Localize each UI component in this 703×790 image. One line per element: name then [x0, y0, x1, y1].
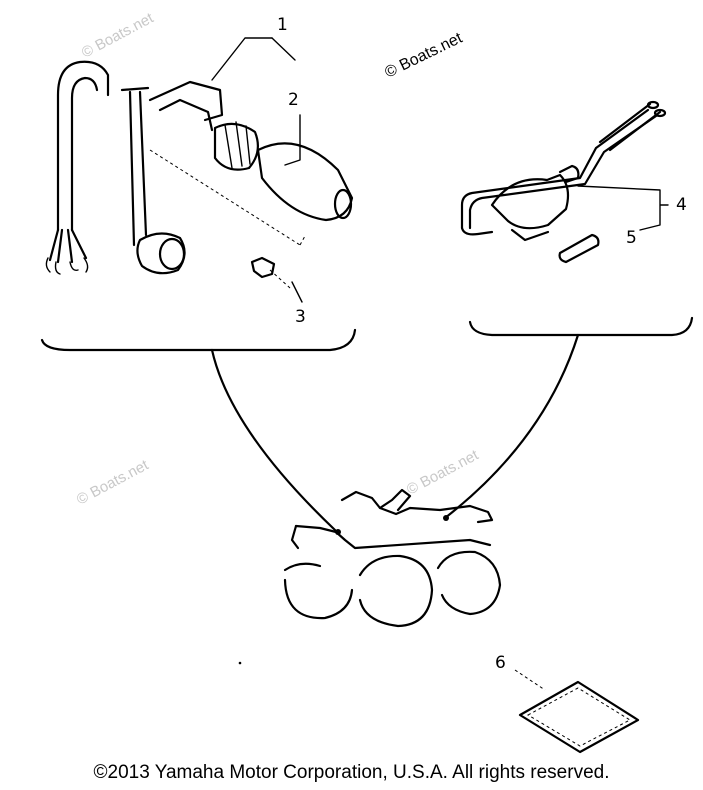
pointer-line-left — [210, 348, 337, 532]
copyright-text: ©2013 Yamaha Motor Corporation, U.S.A. A… — [93, 762, 610, 783]
right-callout-lines — [577, 185, 669, 231]
pointer-line-right — [443, 333, 580, 520]
callout-6: 6 — [495, 653, 506, 673]
watermark-faded-1: © Boats.net — [79, 9, 157, 61]
watermark-main: © Boats.net — [382, 29, 465, 81]
right-bracket — [468, 316, 694, 337]
left-parts-group — [45, 60, 354, 289]
watermark-faded-3: © Boats.net — [404, 446, 482, 498]
watermark-faded-2: © Boats.net — [74, 456, 152, 508]
callout-5: 5 — [626, 228, 637, 248]
right-parts-group — [460, 100, 667, 264]
part-6-pad — [514, 669, 640, 754]
atv-silhouette — [283, 488, 502, 628]
left-bracket — [40, 328, 357, 352]
left-callout-lines — [211, 37, 303, 303]
callout-2: 2 — [288, 90, 299, 110]
callout-1: 1 — [277, 15, 288, 35]
callout-3: 3 — [295, 307, 306, 327]
stray-dot — [238, 661, 242, 665]
callout-4: 4 — [676, 195, 687, 215]
